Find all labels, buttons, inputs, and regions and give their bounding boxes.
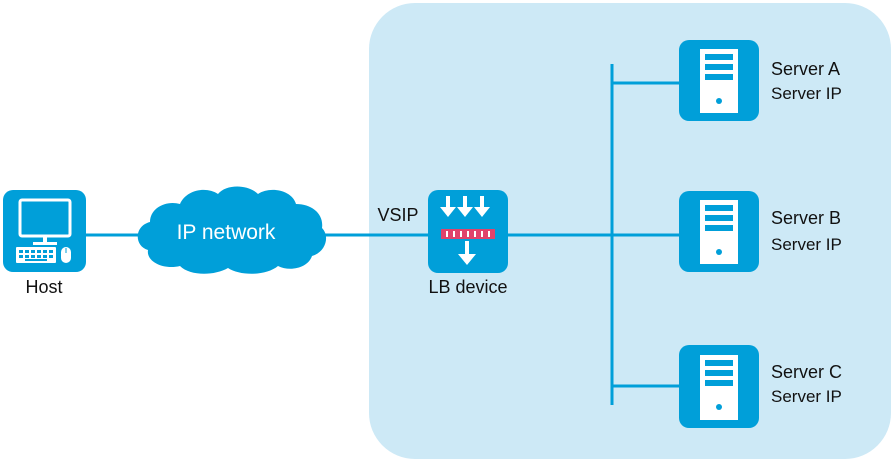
host-node[interactable]: Host [3,190,86,297]
desktop-computer-icon [3,190,86,272]
server-ip-label: Server IP [771,84,842,103]
server-name: Server C [771,362,842,382]
lb-device-node[interactable]: VSIP LB device [377,190,508,297]
server-node[interactable]: Server A Server IP [679,40,842,121]
server-ip-label: Server IP [771,387,842,406]
server-name: Server A [771,59,840,79]
ip-network-label: IP network [177,221,276,244]
ip-network-node[interactable]: IP network [137,186,327,274]
server-icon [679,40,759,121]
server-name: Server B [771,208,841,228]
server-node[interactable]: Server C Server IP [679,345,842,428]
cloud-icon [137,186,327,274]
lb-device-label: LB device [428,277,507,297]
server-icon [679,191,759,272]
server-ip-label: Server IP [771,235,842,254]
vsip-label: VSIP [377,205,418,225]
host-label: Host [25,277,62,297]
server-node[interactable]: Server B Server IP [679,191,842,272]
server-icon [679,345,759,428]
load-balancer-icon [428,190,508,273]
links [86,64,680,405]
server-farm-panel [369,3,891,459]
